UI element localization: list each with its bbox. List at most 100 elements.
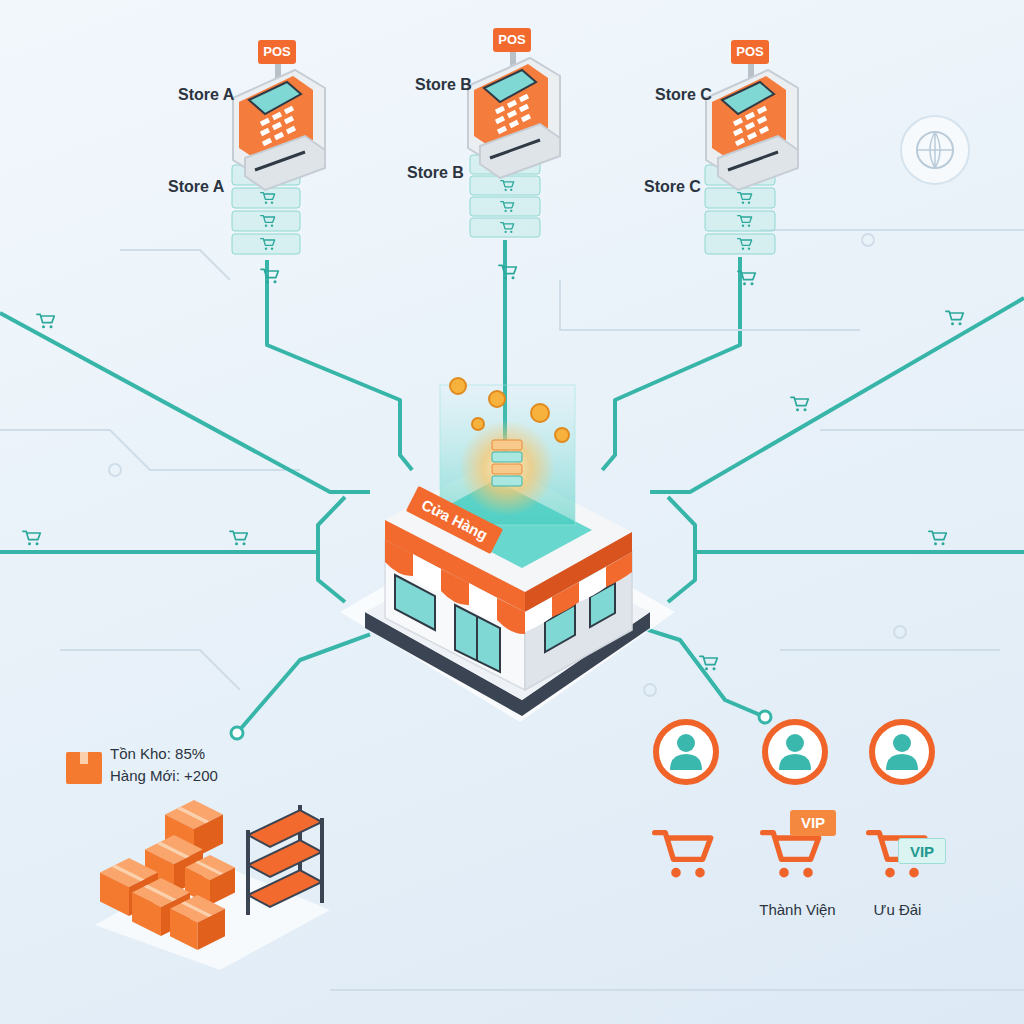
node-text-stat: Tồn Kho: 85% — [110, 745, 260, 763]
node-text-stat: Hàng Mới: +200 — [110, 767, 260, 785]
cart-stack-box: Store B — [470, 155, 540, 240]
customer-avatar — [872, 722, 932, 782]
cart-icon — [230, 531, 248, 545]
stack-layer — [705, 188, 775, 208]
pos-terminal — [468, 52, 560, 178]
hologram-field — [440, 385, 575, 525]
cart-icon — [700, 656, 718, 670]
hologram-glow — [459, 420, 555, 516]
terminal-keypad — [261, 108, 295, 144]
coin — [472, 418, 484, 430]
circuit-trace — [668, 497, 695, 602]
node-text-pos: POS — [258, 40, 296, 64]
terminal-base — [480, 124, 560, 178]
customer-avatar — [656, 722, 716, 782]
faint-trace — [560, 280, 860, 330]
circuit-traces — [0, 298, 1024, 602]
terminal-base — [245, 136, 325, 190]
cart-icon — [499, 265, 516, 279]
stack-layer — [470, 176, 540, 195]
awning-stripe — [497, 598, 525, 634]
customers — [655, 722, 932, 877]
pos-terminal-box: Store APOS — [225, 40, 330, 165]
node-text-head: Store A — [168, 177, 238, 197]
background-circuit — [0, 230, 1024, 990]
circuit-trace — [0, 313, 370, 492]
node-text-head: Store A — [178, 85, 248, 105]
stack-layer — [232, 211, 300, 231]
customer-group: VIPƯu Đải — [855, 720, 950, 920]
coin — [489, 391, 505, 407]
avatar-body — [779, 754, 811, 770]
faint-node — [894, 626, 906, 638]
printer-slot — [728, 152, 778, 170]
globe-ring — [901, 116, 969, 184]
stack-layer — [232, 234, 300, 254]
scattered-carts — [23, 265, 964, 670]
node-text-vip2: VIP — [790, 810, 836, 836]
faint-node — [862, 234, 874, 246]
stack-layer — [232, 188, 300, 208]
trace-end-dot — [759, 711, 771, 723]
cart-icon — [946, 311, 964, 325]
pos-terminal-box: Store CPOS — [698, 40, 803, 165]
cart-icon — [501, 202, 514, 213]
shelf-board — [248, 840, 322, 877]
hologram — [440, 378, 575, 525]
cart-icon — [501, 181, 514, 192]
cart-icon — [738, 193, 752, 204]
faint-trace — [760, 229, 1024, 231]
awning-stripe — [525, 597, 552, 632]
cart-icon — [738, 239, 752, 250]
stack-layer — [705, 211, 775, 231]
pos-terminal-box: Store BPOS — [460, 28, 565, 153]
circuit-trace — [695, 550, 1024, 554]
awning-stripe — [441, 569, 469, 605]
shelf — [248, 805, 322, 915]
inventory-panel: Tồn Kho: 85% Hàng Mới: +200 — [60, 735, 350, 955]
door-split — [476, 616, 478, 661]
awning-stripe — [413, 554, 441, 591]
pos-terminal — [233, 64, 325, 190]
pos-terminal — [706, 64, 798, 190]
coin — [450, 378, 466, 394]
circuit-connector — [267, 260, 412, 470]
circuit-connector — [236, 634, 370, 735]
stack-layer — [470, 197, 540, 216]
circuit-trace — [318, 497, 345, 602]
awning-stripe — [606, 552, 632, 587]
trace-end-dot — [231, 727, 243, 739]
faint-trace — [780, 649, 1000, 651]
shelf-board — [248, 870, 322, 907]
coin — [555, 428, 569, 442]
avatar-head — [893, 734, 911, 752]
node-text-pos: POS — [731, 40, 769, 64]
stack-layer — [470, 218, 540, 237]
cart-icon — [37, 314, 55, 328]
node-text-sign: Cửa Hàng — [406, 486, 503, 554]
box — [170, 895, 225, 950]
cart-stack-box: Store A — [232, 165, 302, 260]
store-hub: Cửa Hàng — [370, 470, 640, 700]
printer-slot — [490, 140, 540, 158]
avatar-body — [886, 754, 918, 770]
customer-avatar — [765, 722, 825, 782]
server-block — [492, 476, 522, 486]
stock-icon — [66, 752, 102, 784]
customer-group: VIPThành Viện — [750, 720, 845, 920]
circuit-trace — [650, 298, 1024, 492]
awning-stripe — [469, 583, 497, 620]
shelf-board — [248, 810, 322, 847]
node-text-head: Store B — [407, 163, 477, 183]
cart-icon — [261, 216, 275, 227]
stack-layer — [705, 234, 775, 254]
node-text-vip3: VIP — [898, 838, 946, 864]
faint-trace — [120, 250, 230, 280]
circuit-trace — [0, 550, 318, 554]
faint-trace — [820, 429, 1024, 431]
node-text-cap: Thành Viện — [745, 900, 850, 920]
printer-slot — [255, 152, 305, 170]
cart-icon — [738, 271, 756, 285]
